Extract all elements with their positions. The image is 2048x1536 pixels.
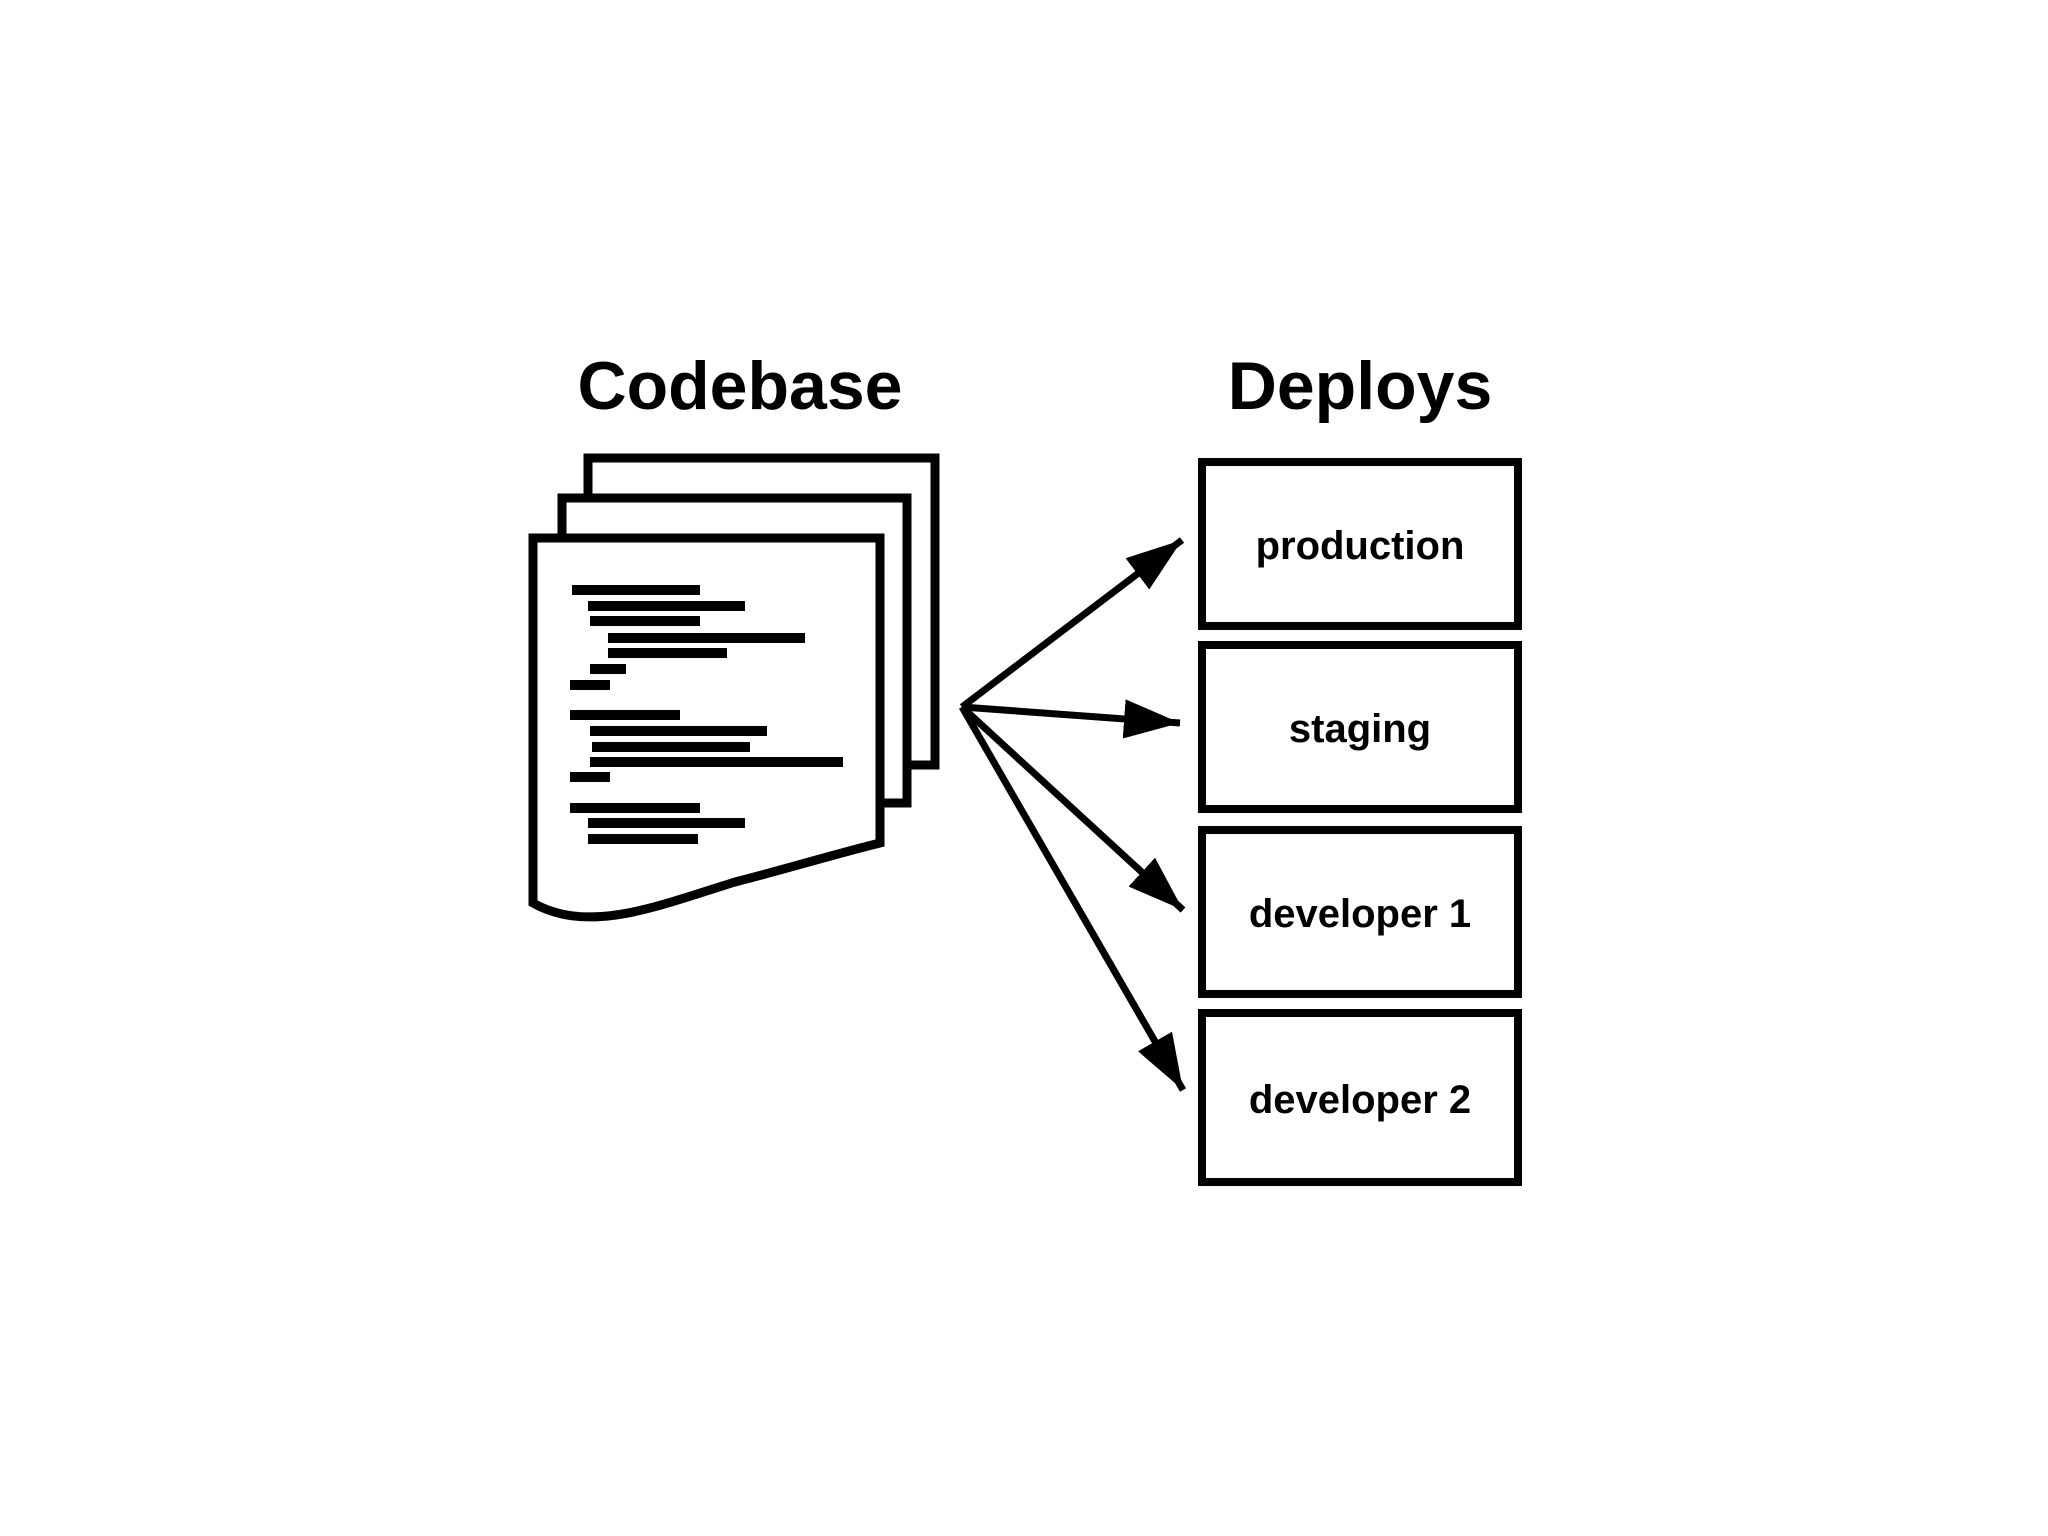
deploy-box-production: production — [1198, 458, 1522, 630]
arrow-to-production — [959, 537, 1185, 710]
code-lines — [570, 585, 843, 844]
deploy-box-developer-2: developer 2 — [1198, 1009, 1522, 1186]
arrow-to-developer-1 — [959, 704, 1186, 913]
deploy-box-staging: staging — [1198, 641, 1522, 813]
codebase-title: Codebase — [578, 348, 903, 424]
connection-arrows — [958, 537, 1187, 1092]
document-stack-icon — [528, 453, 940, 922]
deploy-box-developer-2-label: developer 2 — [1249, 1078, 1471, 1122]
deploy-box-developer-1: developer 1 — [1198, 826, 1522, 998]
deploy-box-production-label: production — [1256, 524, 1465, 568]
arrow-to-developer-2 — [958, 705, 1187, 1092]
arrow-to-staging — [961, 699, 1181, 739]
deploy-box-developer-1-label: developer 1 — [1249, 892, 1471, 936]
deploy-box-staging-label: staging — [1289, 707, 1431, 751]
deploys-title: Deploys — [1228, 348, 1493, 424]
